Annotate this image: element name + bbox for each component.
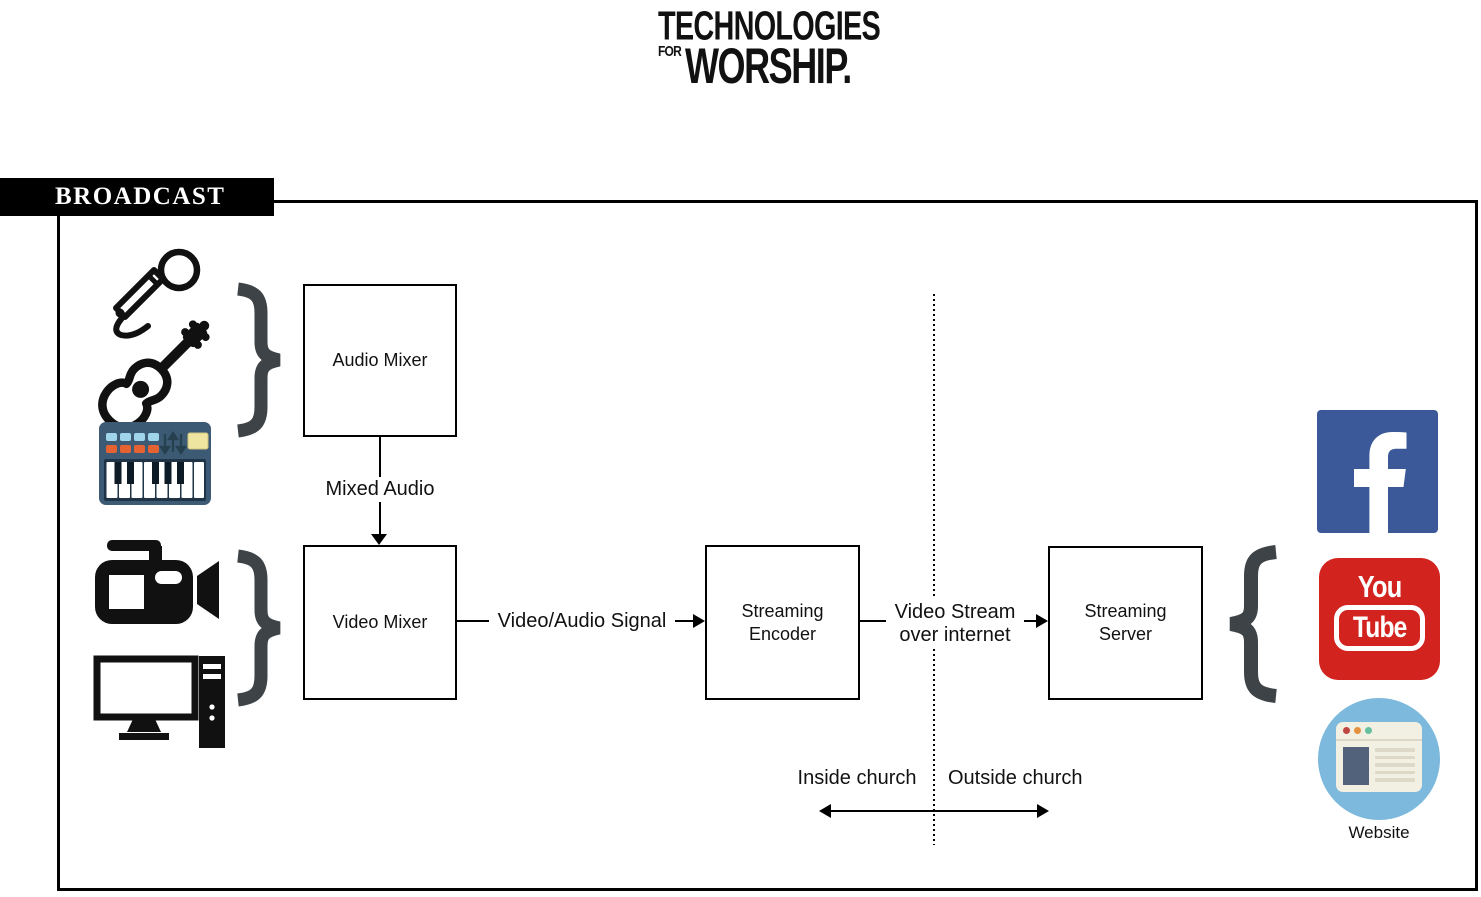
outputs-brace (1222, 545, 1282, 708)
outside-church-label: Outside church (948, 765, 1098, 791)
video-mixer-label: Video Mixer (332, 612, 428, 632)
audio-mixer-node: Audio Mixer (303, 284, 457, 437)
streaming-server-node: Streaming Server (1048, 546, 1203, 700)
guitar-icon (98, 320, 210, 432)
video-stream-label-line2: over internet (899, 624, 1011, 646)
youtube-icon: You Tube (1319, 558, 1440, 680)
logo-word-for: FOR (658, 43, 682, 60)
logo-word-worship: WORSHIP. (684, 38, 852, 94)
microphone-icon (103, 245, 203, 345)
streaming-server-label-line2: Server (1098, 624, 1152, 644)
youtube-tube-text: Tube (1352, 611, 1407, 644)
website-label: Website (1348, 823, 1410, 842)
youtube-you-text: You (1357, 569, 1402, 604)
va-signal-arrowhead (693, 614, 705, 628)
video-camera-icon (93, 538, 219, 642)
zone-arrowhead-left (819, 804, 831, 818)
browser-content-block (1343, 747, 1369, 785)
browser-dot-teal (1365, 727, 1372, 734)
video-sources-brace (232, 549, 288, 712)
video-mixer-node: Video Mixer (303, 545, 457, 700)
mixed-audio-arrowhead (371, 534, 387, 545)
streaming-encoder-label-line2: Encoder (748, 623, 817, 644)
mixed-audio-label: Mixed Audio (316, 477, 444, 502)
streaming-encoder-node: Streaming Encoder (705, 545, 860, 700)
browser-content (1336, 741, 1422, 785)
browser-dot-red (1343, 727, 1350, 734)
video-stream-label: Video Stream over internet (886, 599, 1024, 649)
youtube-tube-box: Tube (1333, 605, 1426, 651)
audio-mixer-label: Audio Mixer (332, 350, 428, 370)
diagram-frame (57, 200, 1478, 891)
streaming-encoder-label-line1: Streaming (741, 600, 824, 621)
streaming-server-label-line1: Streaming (1084, 601, 1167, 621)
browser-dot-orange (1354, 727, 1361, 734)
video-stream-label-line1: Video Stream (894, 601, 1016, 623)
audio-sources-brace (232, 282, 288, 443)
computer-icon (93, 655, 225, 749)
tfw-logo: TECHNOLOGIES FOR WORSHIP. (658, 6, 898, 91)
keyboard-icon (98, 421, 212, 506)
va-signal-label: Video/Audio Signal (489, 608, 675, 634)
zone-double-arrow-line (830, 810, 1038, 812)
browser-titlebar (1336, 722, 1422, 741)
facebook-icon (1317, 410, 1438, 533)
zone-arrowhead-right (1037, 804, 1049, 818)
website-icon (1318, 698, 1440, 820)
browser-window (1336, 722, 1422, 792)
broadcast-title: BROADCAST (55, 183, 226, 210)
browser-text-lines (1375, 747, 1415, 785)
video-stream-arrowhead (1036, 614, 1048, 628)
church-boundary-dotted-line (933, 294, 935, 845)
broadcast-section-band: BROADCAST (0, 178, 274, 216)
inside-church-label: Inside church (782, 765, 932, 791)
